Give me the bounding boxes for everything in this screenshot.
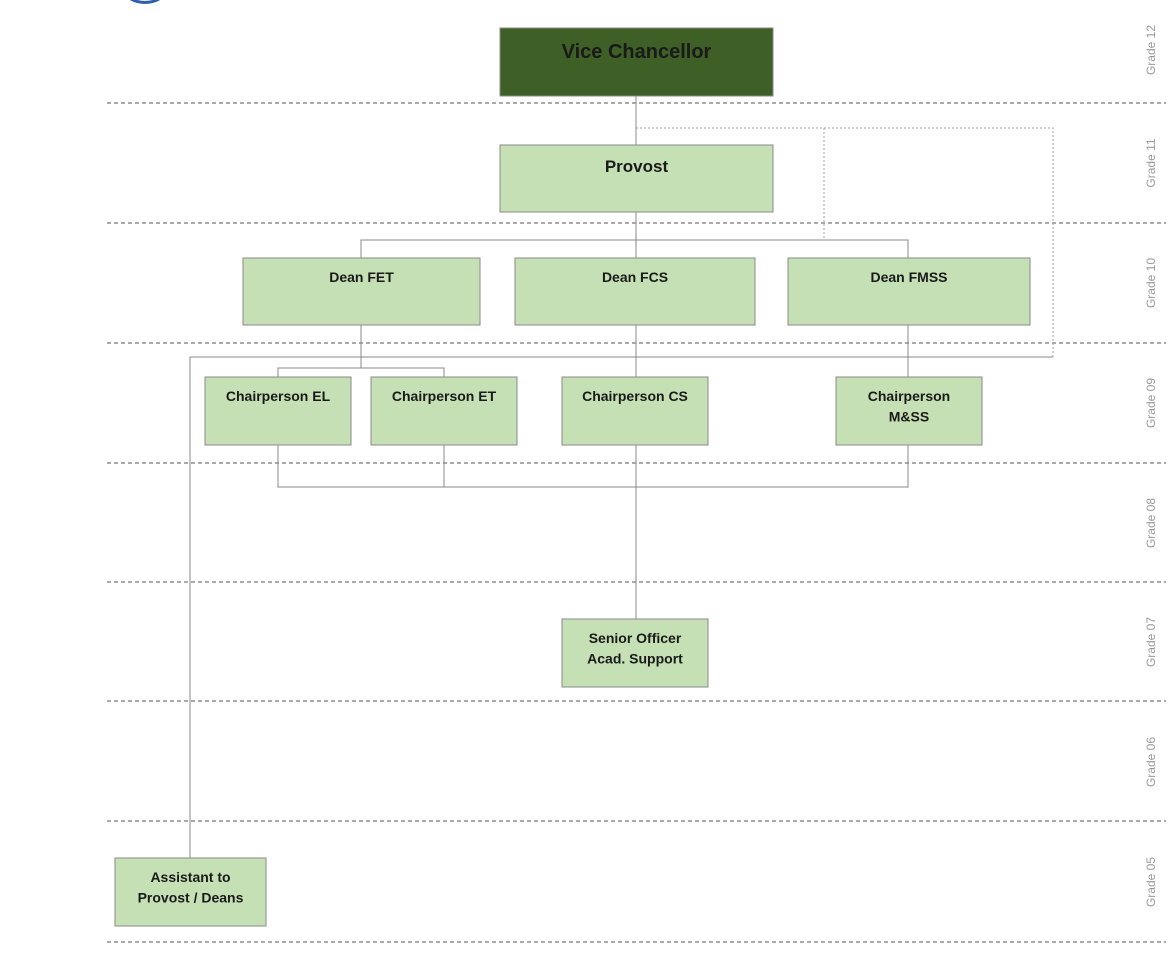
position-assistant: Assistant to Provost / Deans xyxy=(114,857,267,927)
position-box-chair-mss xyxy=(835,376,983,446)
grade-label: Grade 05 xyxy=(1144,857,1158,907)
position-dean-fet: Dean FET xyxy=(242,257,481,326)
connector-dean-fet-to-chair-el xyxy=(277,325,362,377)
position-label: Provost / Deans xyxy=(138,889,244,905)
position-label: Provost xyxy=(605,157,669,176)
position-label: Assistant to xyxy=(150,869,230,885)
grade-label: Grade 07 xyxy=(1144,617,1158,667)
grade-labels: Grade 12 Grade 11 Grade 10 Grade 09 Grade 08… xyxy=(1144,25,1158,907)
position-label: Chairperson ET xyxy=(392,388,497,404)
position-label: Chairperson EL xyxy=(226,388,331,404)
grade-label: Grade 09 xyxy=(1144,378,1158,428)
connector-provost-to-assistant xyxy=(189,356,1053,858)
position-box-provost xyxy=(499,144,774,213)
grade-label: Grade 10 xyxy=(1144,258,1158,308)
position-dean-fcs: Dean FCS xyxy=(514,257,756,326)
position-label: Vice Chancellor xyxy=(562,41,712,63)
position-vc: Vice Chancellor xyxy=(499,27,774,97)
position-box-assistant xyxy=(114,857,267,927)
position-dean-fmss: Dean FMSS xyxy=(787,257,1031,326)
connector-dean-fet-to-chair-et xyxy=(361,367,445,377)
connector-vc-to-assistant xyxy=(824,127,1054,357)
grade-label: Grade 08 xyxy=(1144,498,1158,548)
position-chair-et: Chairperson ET xyxy=(370,376,518,446)
grade-dividers xyxy=(107,102,1166,943)
position-chair-cs: Chairperson CS xyxy=(561,376,709,446)
grade-label: Grade 06 xyxy=(1144,737,1158,787)
position-provost: Provost xyxy=(499,144,774,213)
position-label: Dean FCS xyxy=(602,269,668,285)
position-box-dean-fet xyxy=(242,257,481,326)
position-box-dean-fcs xyxy=(514,257,756,326)
position-box-senior-officer xyxy=(561,618,709,688)
position-box-vc xyxy=(499,27,774,97)
position-box-chair-el xyxy=(204,376,352,446)
position-label: M&SS xyxy=(889,408,929,424)
position-label: Chairperson xyxy=(868,388,950,404)
position-label: Dean FMSS xyxy=(870,269,947,285)
connector-chair-mss-to-senior-officer xyxy=(636,445,909,488)
position-box-dean-fmss xyxy=(787,257,1031,326)
position-label: Chairperson CS xyxy=(582,388,688,404)
grade-label: Grade 12 xyxy=(1144,25,1158,75)
position-label: Acad. Support xyxy=(587,650,683,666)
position-label: Senior Officer xyxy=(589,630,682,646)
connectors xyxy=(189,96,1054,858)
connector-chair-el-to-senior-officer xyxy=(277,445,636,488)
position-box-chair-cs xyxy=(561,376,709,446)
position-chair-el: Chairperson EL xyxy=(204,376,352,446)
grade-label: Grade 11 xyxy=(1144,138,1158,187)
connector-provost-to-dean-fet xyxy=(360,212,637,258)
position-box-chair-et xyxy=(370,376,518,446)
position-label: Dean FET xyxy=(329,269,394,285)
connector-provost-to-dean-fmss xyxy=(636,239,909,258)
